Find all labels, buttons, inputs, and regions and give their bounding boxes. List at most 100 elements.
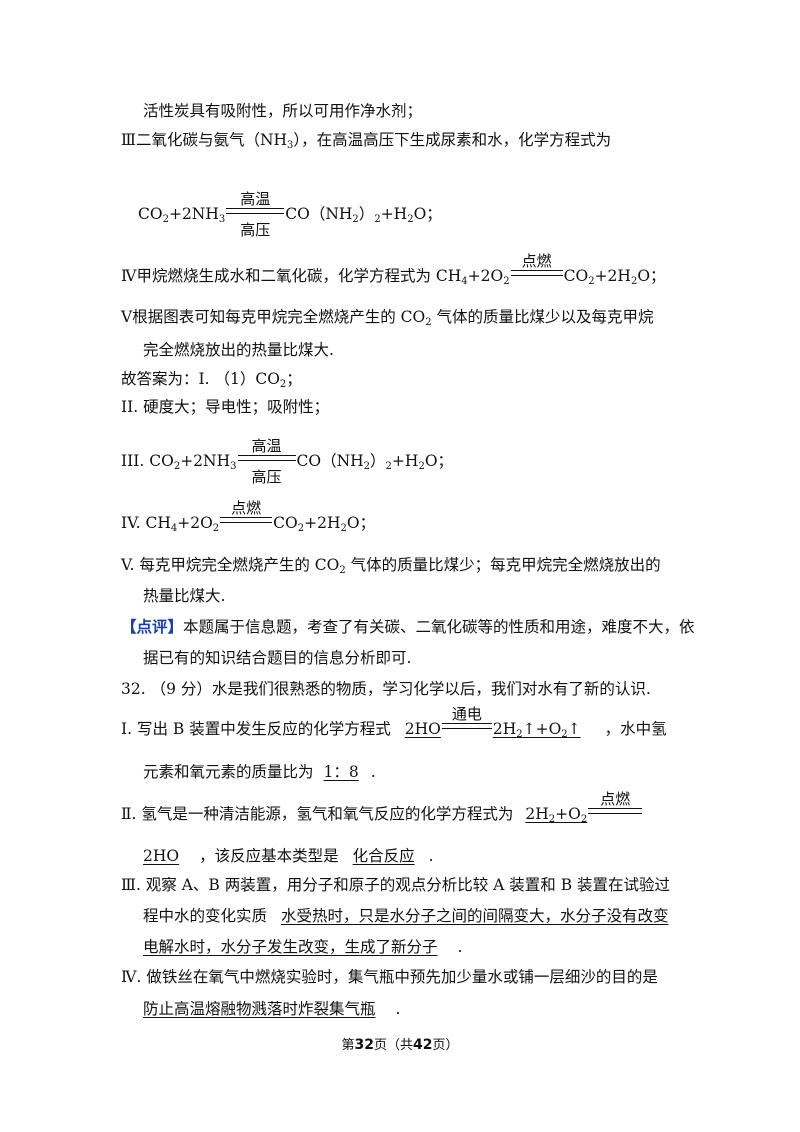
text: . [395,1000,401,1018]
footer-text: 页） [432,1038,459,1053]
text: IV. [121,514,146,532]
reaction-condition: 高温高压 [226,190,285,239]
page-footer: 第32页（共42页） [0,1034,800,1053]
condition-top: 点燃 [600,790,631,808]
subscript: 2 [630,276,638,287]
formula: O [428,720,441,738]
formula: ↑ [567,720,581,738]
formula: 2H [143,847,167,865]
text: 程中水的变化实质 [143,907,268,925]
formula: 2H [492,720,517,738]
formula: CH [145,514,171,532]
subscript: 2 [561,729,568,740]
text: . [370,763,376,781]
subscript: 2 [212,523,220,534]
text: 32. （9 分）水是我们很熟悉的物质，学习化学以后，我们对水有了新的认识. [121,680,651,698]
formula: CO（NH [285,205,353,223]
subscript: 4 [170,523,178,534]
subscript: 3 [230,461,237,472]
text: III. [121,452,150,470]
text: ； [286,370,302,388]
reaction-condition: 通电 [441,705,492,734]
formula: O； [346,514,376,532]
formula: 2H [525,805,549,823]
text: Ⅲ. 观察 A、B 两装置，用分子和原子的观点分析比较 A 装置和 B 装置在试… [121,876,671,894]
text: Ⅴ根据图表可知每克甲烷完全燃烧产生的 CO [121,308,426,326]
question-part-iii-cont: 电解水时，水分子发生改变，生成了新分子. [143,937,462,957]
formula: ↑+O [522,720,562,738]
footer-text: 页（共 [373,1038,413,1053]
double-bar [510,270,563,276]
text-line: II. 硬度大；导电性；吸附性； [121,397,329,417]
text: ），在高温高压下生成尿素和水，化学方程式为 [293,131,612,149]
formula: CO（NH [296,452,364,470]
subscript: 2 [407,214,414,225]
text: 热量比煤大. [143,587,226,605]
text: 活性炭具有吸附性，所以可用作净水剂； [143,102,423,120]
text: . [457,938,463,956]
subscript: 2 [279,379,287,390]
text: Ⅳ. 做铁丝在氧气中燃烧实验时，集气瓶中预先加少量水或铺一层细沙的目的是 [121,968,658,986]
text: 据已有的知识结合题目的信息分析即可. [143,649,412,667]
subscript: 2 [352,214,359,225]
subscript: 2 [173,461,181,472]
formula: +2H [304,514,341,532]
subscript: 2 [339,565,346,576]
text: 完全燃烧放出的热量比煤大. [143,341,334,359]
condition-bottom: 高压 [240,221,271,239]
text-line: 热量比煤大. [143,586,225,606]
double-bar [237,455,296,461]
question-part-iv: Ⅳ. 做铁丝在氧气中燃烧实验时，集气瓶中预先加少量水或铺一层细沙的目的是 [121,967,658,987]
subscript: 2 [374,214,381,225]
text: . [428,847,434,865]
double-bar [220,517,273,523]
formula: +H [380,205,408,223]
subscript: 2 [297,523,305,534]
subscript: 2 [340,523,347,534]
formula: O [166,847,180,865]
subscript: 2 [503,276,510,287]
formula: 2H [404,720,429,738]
text-line: Ⅲ二氧化碳与氨气（NH3），在高温高压下生成尿素和水，化学方程式为 [121,130,611,156]
answer-water-change: 水受热时，只是水分子之间的间隔变大，水分子没有改变 [281,907,669,925]
formula: +O [555,805,581,823]
page-total: 42 [413,1037,433,1053]
condition-top: 通电 [451,705,482,723]
subscript: 4 [461,276,468,287]
question-part-ii-cont: 2HO，该反应基本类型是化合反应. [143,846,434,866]
formula: O； [637,267,666,285]
text: Ⅰ. 写出 B 装置中发生反应的化学方程式 [121,720,391,738]
subscript: 3 [287,140,294,151]
formula: ） [358,205,375,223]
footer-text: 第 [341,1038,355,1053]
condition-top: 点燃 [521,252,552,270]
formula: CO [563,267,589,285]
answer-electrolysis-change: 电解水时，水分子发生改变，生成了新分子 [143,938,438,956]
text: 气体的质量比煤少以及每克甲烷 [431,308,654,326]
formula: +2H [594,267,631,285]
reaction-condition: 点燃 [588,790,643,819]
subscript: 2 [516,729,523,740]
condition-top: 高温 [240,190,271,208]
formula: +2O [467,267,504,285]
text: 气体的质量比煤少；每克甲烷完全燃烧放出的 [345,556,661,574]
subscript: 2 [162,214,169,225]
answer-reaction-type: 化合反应 [352,847,415,865]
text: 故答案为：I. （1）CO [121,370,280,388]
question-part-iii: Ⅲ. 观察 A、B 两装置，用分子和原子的观点分析比较 A 装置和 B 装置在试… [121,875,670,895]
answer-hydrogen-eq-cont: 2HO [143,847,199,865]
subscript: 2 [385,461,392,472]
formula: O； [413,205,442,223]
reaction-condition: 点燃 [220,499,273,528]
subscript: 2 [580,814,588,825]
formula: +2NH [180,452,231,470]
reaction-condition: 点燃 [510,252,563,281]
